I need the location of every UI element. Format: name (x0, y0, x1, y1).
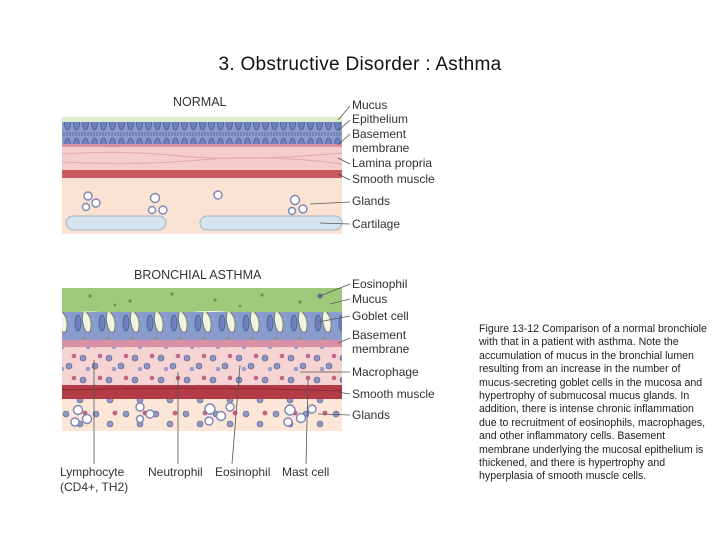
label-cartilage: Cartilage (352, 217, 400, 231)
asthma-inflamed-lamina-propria (62, 347, 342, 385)
label-neutrophil: Neutrophil (148, 465, 203, 479)
label-lamina-propria: Lamina propria (352, 156, 432, 170)
label-lymphocyte-subtype: (CD4+, TH2) (60, 480, 128, 494)
normal-labels: Mucus Epithelium Basement membrane Lamin… (352, 98, 435, 231)
asthma-epithelium-goblet-cells (62, 312, 342, 340)
normal-cartilage-left (65, 215, 167, 231)
label-mucus-asthma: Mucus (352, 292, 387, 306)
label-goblet-cell: Goblet cell (352, 309, 409, 323)
figure-caption: Figure 13-12 Comparison of a normal bron… (479, 323, 707, 483)
label-lymphocyte: Lymphocyte (60, 465, 125, 479)
label-glands-asthma: Glands (352, 408, 390, 422)
label-glands: Glands (352, 194, 390, 208)
normal-lamina-propria (62, 147, 342, 170)
asthma-smooth-muscle (62, 385, 342, 399)
label-smooth-muscle: Smooth muscle (352, 172, 435, 186)
label-smooth-muscle-asthma: Smooth muscle (352, 387, 435, 401)
slide-title: 3. Obstructive Disorder : Asthma (218, 54, 502, 75)
normal-epithelium-layer (62, 122, 342, 144)
label-epithelium: Epithelium (352, 112, 408, 126)
label-basement-asthma: Basement (352, 328, 407, 342)
label-mast-cell: Mast cell (282, 465, 329, 479)
label-membrane: membrane (352, 141, 410, 155)
label-eosinophil-bottom: Eosinophil (215, 465, 270, 479)
asthma-airway-section (61, 288, 343, 431)
normal-smooth-muscle (62, 170, 342, 178)
normal-heading: NORMAL (173, 95, 227, 109)
normal-cartilage-right (199, 215, 343, 231)
asthma-submucosa (62, 399, 342, 431)
asthma-labels: Eosinophil Mucus Goblet cell Basement me… (60, 277, 435, 494)
normal-mucus-layer (62, 117, 342, 123)
normal-airway-section (61, 117, 343, 234)
normal-leader-lines (309, 105, 351, 225)
asthma-heading: BRONCHIAL ASTHMA (134, 268, 262, 282)
label-basement: Basement (352, 127, 407, 141)
asthma-leader-lines (93, 283, 351, 465)
label-eosinophil: Eosinophil (352, 277, 407, 291)
asthma-mucus-layer (62, 288, 342, 318)
asthma-thickened-basement-membrane (62, 340, 342, 347)
asthma-hypertrophic-glands (70, 402, 317, 427)
normal-glands (81, 190, 308, 216)
label-mucus: Mucus (352, 98, 387, 112)
label-macrophage: Macrophage (352, 365, 419, 379)
label-membrane-asthma: membrane (352, 342, 410, 356)
normal-basement-membrane (62, 144, 342, 147)
